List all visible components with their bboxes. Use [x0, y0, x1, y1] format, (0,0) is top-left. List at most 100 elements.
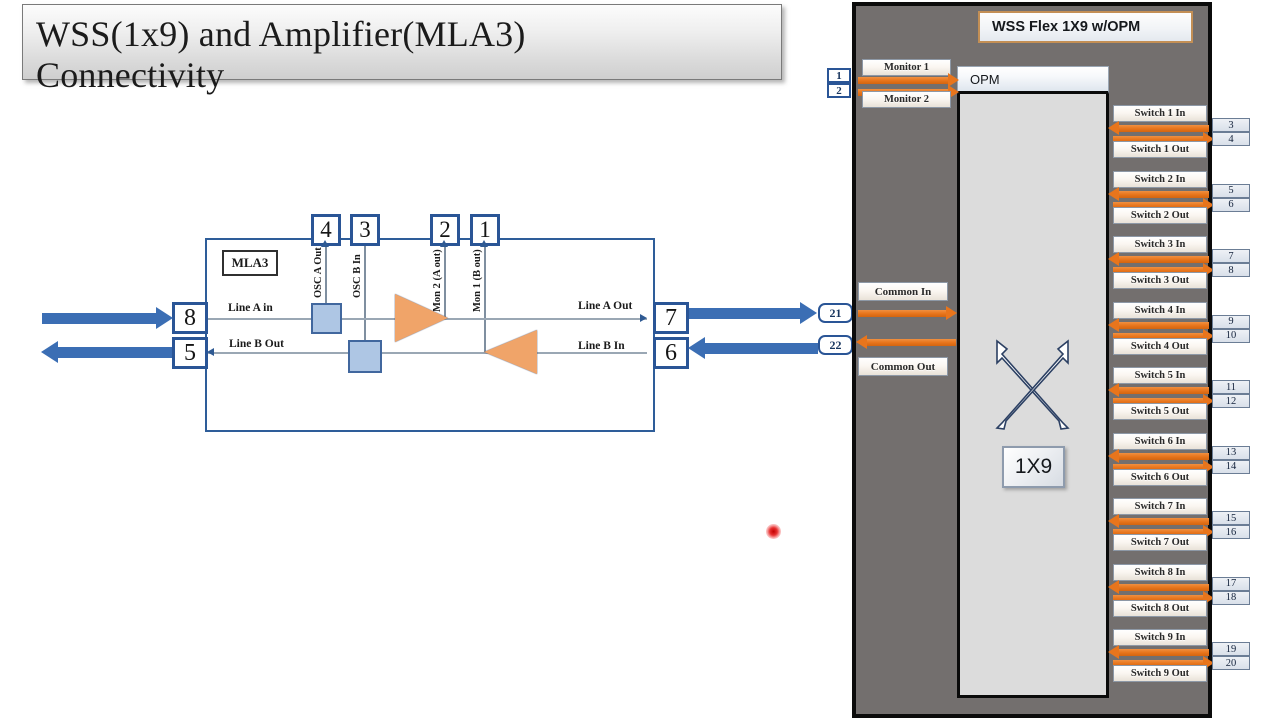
switch-5-in-arrow-bar — [1117, 387, 1209, 394]
switch-8-out-arrow-bar — [1113, 594, 1205, 602]
external-in-arrow-bar — [42, 313, 156, 324]
switch-3-in-label: Switch 3 In — [1113, 236, 1207, 253]
switch-6-tag-out[interactable]: 14 — [1212, 459, 1250, 474]
switch-5-out-arrow-icon — [1203, 394, 1214, 408]
amplifier-a-icon — [395, 294, 448, 342]
switch-4-tag-out[interactable]: 10 — [1212, 328, 1250, 343]
switch-7-tag-out[interactable]: 16 — [1212, 525, 1250, 539]
switch-5-tag-in[interactable]: 11 — [1212, 380, 1250, 394]
wss-monitor-port-2[interactable]: 2 — [827, 83, 851, 98]
wss-monitor-2-label: Monitor 2 — [862, 91, 951, 108]
switch-9-out-arrow-icon — [1203, 656, 1214, 670]
switch-9-out-arrow-bar — [1113, 660, 1205, 667]
page-title-line2: Connectivity — [36, 55, 225, 95]
page-title: WSS(1x9) and Amplifier(MLA3) Connectivit… — [36, 14, 756, 96]
wss-title: WSS Flex 1X9 w/OPM — [978, 11, 1193, 43]
wss-port-22[interactable]: 22 — [818, 335, 853, 355]
common-out-arrow-bar — [866, 339, 956, 346]
switch-6-in-arrow-icon — [1108, 448, 1119, 463]
line-b-out-label: Line B Out — [229, 338, 284, 350]
switch-1-out-label: Switch 1 Out — [1113, 141, 1207, 158]
switch-6-tag-in[interactable]: 13 — [1212, 445, 1250, 460]
link-in-arrow-bar — [689, 308, 800, 319]
switch-4-out-arrow-bar — [1113, 332, 1205, 340]
switch-7-tag-in[interactable]: 15 — [1212, 511, 1250, 525]
mla3-port-7[interactable]: 7 — [653, 302, 689, 334]
mla3-top-port-3[interactable]: 3 — [350, 214, 380, 246]
switch-6-out-label: Switch 6 Out — [1113, 468, 1207, 486]
switch-4-in-arrow-icon — [1108, 317, 1119, 332]
switch-5-out-arrow-bar — [1113, 398, 1205, 405]
mla3-label: MLA3 — [222, 250, 278, 276]
switch-3-tag-out[interactable]: 8 — [1212, 263, 1250, 277]
mla3-top-port-2[interactable]: 2 — [430, 214, 460, 246]
link-in-arrow-icon — [800, 302, 817, 324]
common-in-arrow-bar — [858, 310, 948, 317]
switch-7-out-arrow-bar — [1113, 529, 1205, 536]
switch-4-tag-in[interactable]: 9 — [1212, 314, 1250, 329]
switch-6-out-arrow-icon — [1203, 459, 1214, 474]
switch-4-in-arrow-bar — [1117, 321, 1209, 329]
switch-2-in-arrow-bar — [1117, 190, 1209, 198]
switch-7-in-arrow-bar — [1117, 518, 1209, 525]
switch-2-tag-in[interactable]: 5 — [1212, 183, 1250, 198]
switch-9-tag-out[interactable]: 20 — [1212, 656, 1250, 670]
switch-8-out-label: Switch 8 Out — [1113, 599, 1207, 617]
common-out-arrow-icon — [856, 335, 867, 349]
switch-3-out-arrow-bar — [1113, 267, 1205, 274]
switch-1-out-arrow-bar — [1113, 136, 1205, 143]
switch-3-out-arrow-icon — [1203, 263, 1214, 277]
wss-common-out-label: Common Out — [858, 357, 948, 376]
switch-1-in-label: Switch 1 In — [1113, 105, 1207, 122]
mla3-port-6[interactable]: 6 — [653, 337, 689, 369]
mla3-port-5[interactable]: 5 — [172, 337, 208, 369]
switch-1-tag-in[interactable]: 3 — [1212, 118, 1250, 132]
switch-3-out-label: Switch 3 Out — [1113, 272, 1207, 289]
line-a-out-arrow-icon — [640, 314, 647, 322]
switch-8-tag-out[interactable]: 18 — [1212, 590, 1250, 605]
switch-1-tag-out[interactable]: 4 — [1212, 132, 1250, 146]
switch-9-tag-in[interactable]: 19 — [1212, 642, 1250, 656]
switch-5-in-label: Switch 5 In — [1113, 367, 1207, 384]
osc-a-out-line — [325, 246, 327, 318]
switch-1-in-arrow-icon — [1108, 121, 1119, 135]
switch-4-out-arrow-icon — [1203, 328, 1214, 343]
switch-7-out-label: Switch 7 Out — [1113, 534, 1207, 551]
switch-2-tag-out[interactable]: 6 — [1212, 197, 1250, 212]
switch-8-tag-in[interactable]: 17 — [1212, 576, 1250, 591]
osc-b-box — [348, 340, 382, 373]
switch-6-out-arrow-bar — [1113, 463, 1205, 471]
switch-3-tag-in[interactable]: 7 — [1212, 249, 1250, 263]
switch-1-out-arrow-icon — [1203, 132, 1214, 146]
mon1-label: Mon 1 (B out) — [472, 249, 483, 312]
switch-7-out-arrow-icon — [1203, 525, 1214, 539]
switch-4-out-label: Switch 4 Out — [1113, 337, 1207, 355]
mon2-arrow-icon — [440, 240, 448, 247]
switch-8-in-arrow-icon — [1108, 579, 1119, 594]
amplifier-b-icon — [484, 330, 537, 374]
switch-8-in-label: Switch 8 In — [1113, 563, 1207, 581]
switch-2-out-arrow-bar — [1113, 201, 1205, 209]
wss-port-21[interactable]: 21 — [818, 303, 853, 323]
external-in-arrow-icon — [156, 307, 173, 329]
switch-8-in-arrow-bar — [1117, 583, 1209, 591]
line-b-in-label: Line B In — [578, 340, 625, 352]
wss-monitor-port-1[interactable]: 1 — [827, 68, 851, 83]
line-b-out-arrow-icon — [207, 348, 214, 356]
switch-5-tag-out[interactable]: 12 — [1212, 394, 1250, 408]
opm-body — [957, 94, 1109, 698]
mon2-line — [444, 246, 446, 318]
monitor-1-arrow-icon — [948, 73, 959, 87]
wss-switch-count-box: 1X9 — [1002, 446, 1065, 488]
switch-8-out-arrow-icon — [1203, 590, 1214, 605]
switch-2-out-arrow-icon — [1203, 197, 1214, 212]
switch-cross-arrows-icon — [995, 339, 1070, 430]
mla3-port-8[interactable]: 8 — [172, 302, 208, 334]
external-out-arrow-icon — [41, 341, 58, 363]
switch-6-in-label: Switch 6 In — [1113, 432, 1207, 450]
monitor-1-arrow-bar — [858, 77, 950, 84]
osc-b-in-label: OSC B In — [352, 254, 363, 298]
switch-4-in-label: Switch 4 In — [1113, 301, 1207, 319]
line-a-out-label: Line A Out — [578, 300, 633, 312]
switch-2-in-arrow-icon — [1108, 186, 1119, 201]
